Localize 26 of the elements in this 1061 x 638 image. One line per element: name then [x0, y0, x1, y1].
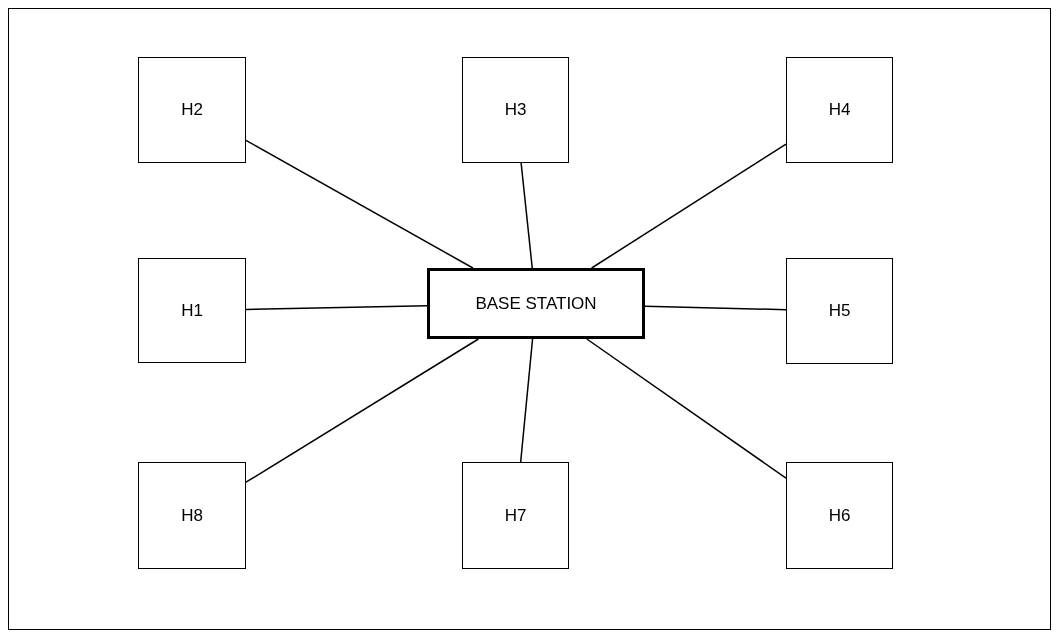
base-station-box — [427, 268, 645, 339]
connector-line — [519, 338, 534, 463]
host-box — [138, 462, 246, 569]
connector-line — [245, 304, 428, 311]
host-box — [462, 57, 569, 163]
node-label: H3 — [504, 100, 527, 120]
host-box — [138, 57, 246, 163]
node-label: H6 — [828, 505, 851, 526]
node-label: H7 — [504, 505, 527, 526]
connector-line — [520, 162, 533, 269]
node-label: H4 — [828, 100, 851, 120]
node-label: H5 — [828, 301, 851, 321]
node-label: H1 — [181, 300, 203, 321]
host-box — [138, 258, 246, 363]
connector-line — [245, 139, 474, 269]
node-label: H2 — [181, 100, 203, 120]
connector-line — [586, 338, 787, 479]
node-label: H8 — [181, 505, 203, 526]
connector-line — [590, 143, 787, 269]
host-box — [786, 57, 893, 163]
connector-line — [644, 305, 787, 311]
node-label: BASE STATION — [475, 293, 597, 314]
host-box — [786, 258, 893, 364]
connector-line — [245, 338, 480, 483]
host-box — [462, 462, 569, 569]
host-box — [786, 462, 893, 569]
